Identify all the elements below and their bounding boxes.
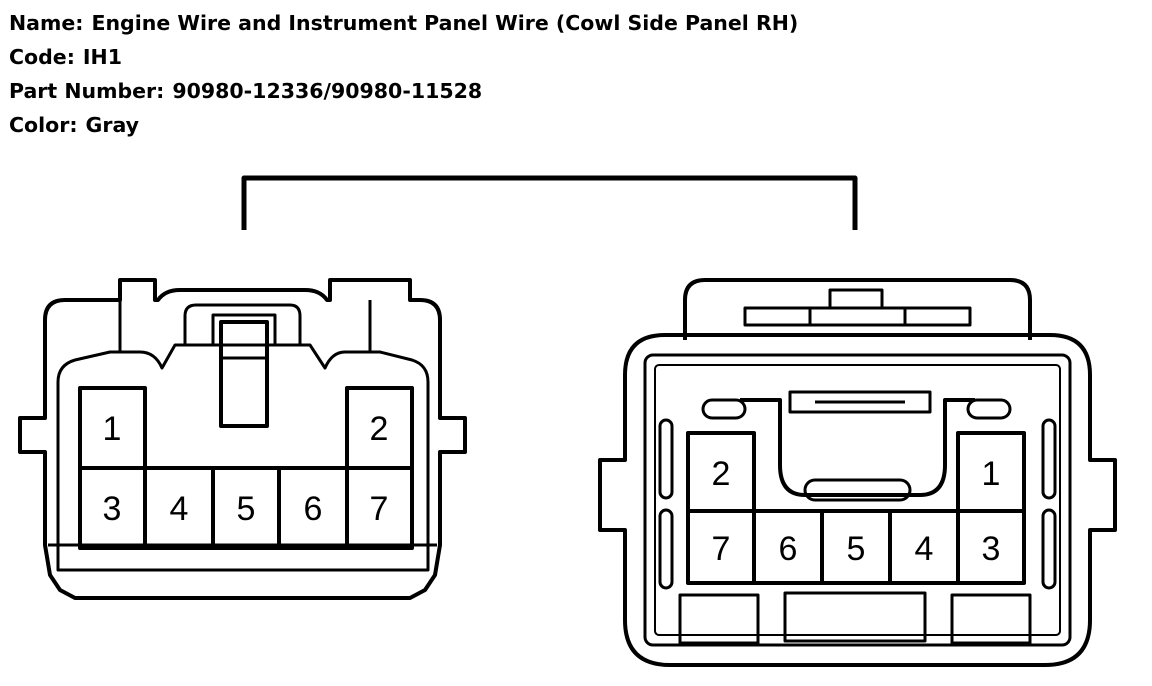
right-top-lock	[828, 288, 884, 310]
color-value: Gray	[85, 113, 140, 137]
color-label: Color:	[9, 113, 78, 137]
left-latch-housing	[183, 303, 302, 345]
left-pin-4: 4	[170, 490, 189, 528]
connector-info: Name: Engine Wire and Instrument Panel Wi…	[9, 6, 798, 142]
right-pin-3: 3	[982, 530, 1001, 568]
left-pin-5: 5	[237, 490, 256, 528]
right-connector: 2 1 7 6 5 4 3	[598, 278, 1117, 667]
left-pin-1: 1	[103, 410, 122, 448]
color-line: Color: Gray	[9, 108, 798, 142]
right-pin-2: 2	[712, 455, 731, 493]
code-value: IH1	[82, 45, 122, 69]
right-slot-right	[966, 398, 1012, 420]
right-pin-1: 1	[982, 455, 1001, 493]
right-pin-labels: 2 1 7 6 5 4 3	[712, 455, 1001, 568]
right-slot-left	[701, 398, 747, 420]
left-pin-2: 2	[370, 410, 389, 448]
right-pin-grid	[686, 431, 1026, 585]
code-label: Code:	[9, 45, 75, 69]
left-pin-3: 3	[103, 490, 122, 528]
right-connector-body	[598, 333, 1117, 667]
right-bottom-slots	[678, 591, 1032, 645]
name-line: Name: Engine Wire and Instrument Panel Wi…	[9, 6, 798, 40]
part-number-line: Part Number: 90980-12336/90980-11528	[9, 74, 798, 108]
left-pin-grid	[78, 386, 414, 550]
left-latch	[219, 320, 269, 428]
right-pin-4: 4	[915, 530, 934, 568]
right-top-hood	[683, 278, 1032, 340]
mating-bracket	[241, 175, 858, 230]
right-pin-7: 7	[712, 530, 731, 568]
right-side-rail-left-top	[658, 418, 674, 500]
part-number-label: Part Number:	[9, 79, 165, 103]
left-connector-body	[18, 278, 467, 600]
right-inner-frame-outer	[643, 353, 1072, 647]
right-pin-6: 6	[779, 530, 798, 568]
code-line: Code: IH1	[9, 40, 798, 74]
name-value: Engine Wire and Instrument Panel Wire (C…	[91, 11, 799, 35]
right-side-rail-right-bottom	[1041, 508, 1057, 590]
right-inner-frame-inner	[654, 364, 1061, 636]
part-number-value: 90980-12336/90980-11528	[172, 79, 483, 103]
right-side-rail-left-bottom	[658, 508, 674, 590]
name-label: Name:	[9, 11, 84, 35]
right-center-latch	[740, 398, 975, 497]
right-pin-5: 5	[847, 530, 866, 568]
left-pin-6: 6	[304, 490, 323, 528]
right-top-latch	[743, 306, 972, 327]
right-latch-slot	[803, 478, 912, 502]
left-latch-cap	[211, 313, 277, 345]
left-inner-frame	[56, 343, 430, 572]
left-pin-7: 7	[370, 490, 389, 528]
right-side-rail-right-top	[1041, 418, 1057, 500]
left-pin-labels: 1 2 3 4 5 6 7	[103, 410, 389, 528]
right-latch-window	[788, 390, 932, 414]
left-connector: 1 2 3 4 5 6 7	[18, 278, 467, 600]
